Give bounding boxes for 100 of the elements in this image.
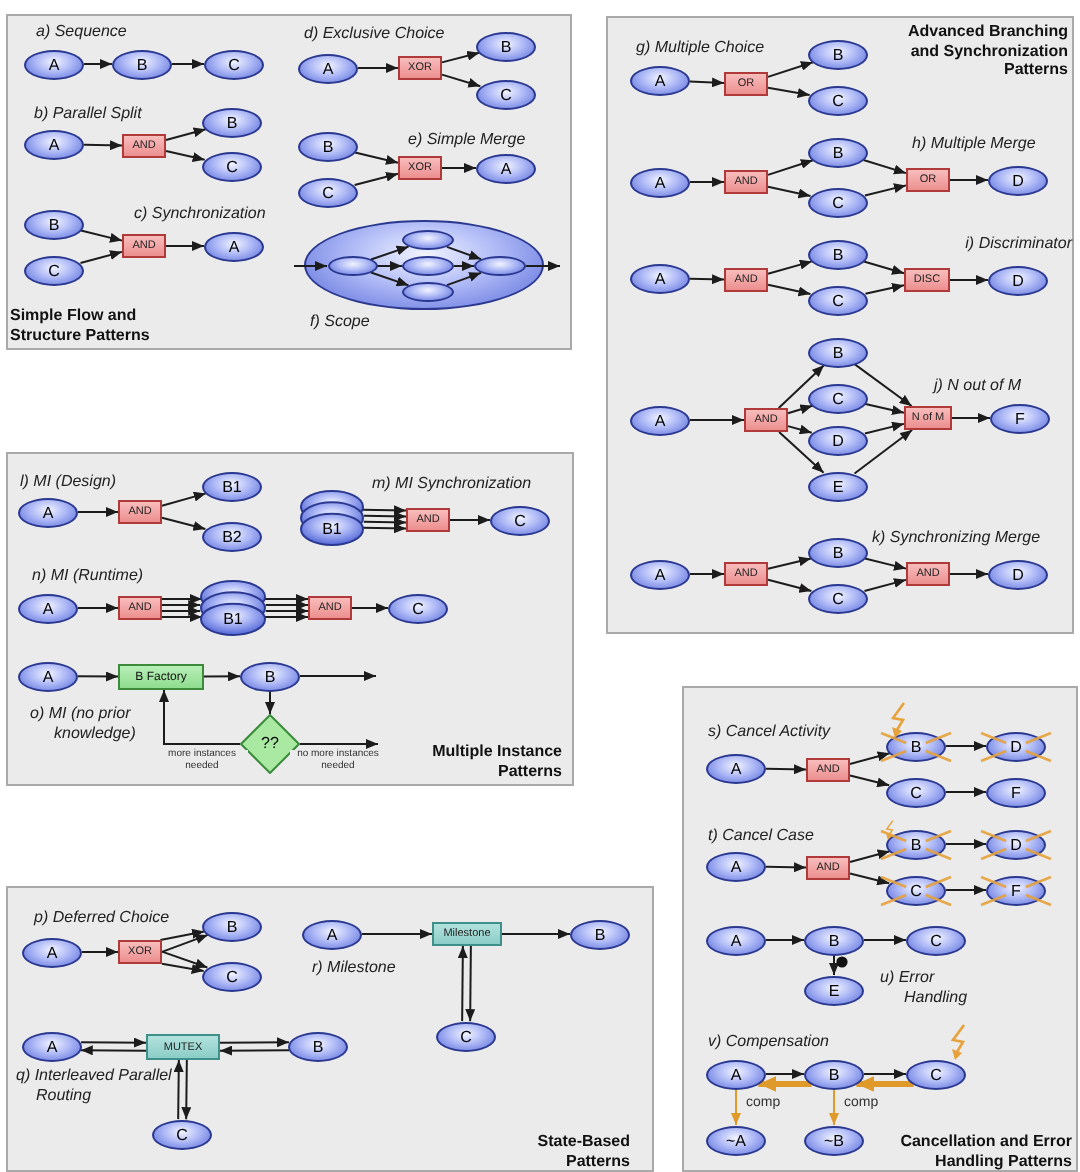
arrow bbox=[849, 849, 891, 863]
arrow bbox=[159, 928, 206, 941]
arrow bbox=[764, 764, 807, 775]
arrow bbox=[767, 283, 812, 297]
activity-ellipse: E bbox=[808, 471, 868, 501]
pattern-caption: n) MI (Runtime) bbox=[32, 566, 144, 585]
arrow bbox=[457, 945, 468, 1023]
arrow bbox=[767, 185, 812, 199]
arrow bbox=[293, 261, 328, 271]
pattern-caption: u) Error Handling bbox=[880, 968, 970, 1006]
activity-ellipse: C bbox=[906, 925, 966, 955]
pattern-caption: i) Discriminator bbox=[963, 234, 1072, 253]
activity-ellipse: D bbox=[988, 265, 1048, 295]
arrow bbox=[945, 741, 987, 751]
arrow bbox=[945, 885, 987, 895]
panel-title: Cancellation and Error Handling Patterns bbox=[898, 1132, 1072, 1170]
arrow bbox=[767, 61, 814, 78]
activity-ellipse: A bbox=[630, 263, 690, 293]
pattern-caption: f) Scope bbox=[310, 312, 370, 331]
arrow bbox=[849, 751, 891, 765]
arrow bbox=[82, 140, 123, 151]
activity-ellipse: C bbox=[808, 383, 868, 413]
activity-ellipse: C bbox=[298, 177, 358, 207]
arrow bbox=[501, 929, 571, 939]
arrow bbox=[165, 150, 206, 162]
activity-ellipse: A bbox=[476, 153, 536, 183]
activity-ellipse: D bbox=[808, 425, 868, 455]
activity-ellipse: B bbox=[288, 1031, 348, 1061]
arrow bbox=[263, 594, 309, 604]
activity-ellipse: A bbox=[22, 937, 82, 967]
activity-ellipse: A bbox=[18, 661, 78, 691]
arrow bbox=[945, 787, 987, 797]
arrow bbox=[863, 557, 907, 571]
activity-ellipse: A bbox=[630, 559, 690, 589]
arrow bbox=[449, 515, 491, 525]
pattern-caption: d) Exclusive Choice bbox=[304, 24, 445, 43]
activity-ellipse: A bbox=[630, 405, 690, 435]
activity-ellipse: C bbox=[436, 1021, 496, 1051]
arrow bbox=[949, 275, 989, 285]
activity-ellipse bbox=[327, 256, 377, 276]
arrow bbox=[864, 282, 905, 295]
arrow bbox=[853, 429, 914, 475]
arrow bbox=[441, 50, 481, 64]
arrow bbox=[689, 177, 725, 187]
arrow bbox=[863, 421, 905, 435]
arrow bbox=[161, 606, 202, 616]
pattern-caption: v) Compensation bbox=[708, 1032, 829, 1051]
arrow bbox=[731, 1088, 741, 1126]
arrow bbox=[829, 1088, 839, 1126]
arrow bbox=[161, 594, 203, 604]
activity-ellipse: A bbox=[298, 53, 358, 83]
arrow bbox=[361, 505, 407, 516]
arrow bbox=[219, 1045, 291, 1056]
activity-ellipse: A bbox=[706, 925, 766, 955]
arrow bbox=[445, 271, 483, 287]
pattern-caption: e) Simple Merge bbox=[408, 130, 526, 149]
pattern-panel bbox=[682, 686, 1078, 1172]
activity-ellipse: C bbox=[490, 505, 550, 535]
arrow bbox=[361, 929, 433, 939]
pattern-panel bbox=[6, 14, 572, 350]
arrow bbox=[77, 671, 119, 682]
pattern-caption: j) N out of M bbox=[934, 376, 1022, 395]
activity-ellipse: A bbox=[302, 919, 362, 949]
arrow bbox=[161, 516, 207, 531]
arrow bbox=[263, 612, 309, 622]
arrow bbox=[370, 245, 410, 261]
activity-ellipse bbox=[474, 256, 526, 276]
arrow bbox=[853, 363, 913, 407]
arrow bbox=[173, 1059, 184, 1121]
activity-ellipse: A bbox=[18, 593, 78, 623]
arrow bbox=[829, 954, 839, 976]
pattern-caption: t) Cancel Case bbox=[708, 826, 814, 845]
arrow bbox=[181, 1059, 192, 1121]
panel-title: Simple Flow and Structure Patterns bbox=[10, 306, 152, 344]
activity-ellipse: C bbox=[906, 1059, 966, 1089]
activity-ellipse: C bbox=[808, 583, 868, 613]
arrow bbox=[161, 962, 205, 974]
activity-ellipse: B bbox=[808, 239, 868, 269]
activity-ellipse: B bbox=[476, 31, 536, 61]
arrow bbox=[777, 364, 825, 409]
arrow bbox=[161, 933, 209, 953]
activity-ellipse: F bbox=[990, 403, 1050, 433]
activity-ellipse: C bbox=[808, 85, 868, 115]
activity-ellipse: C bbox=[886, 777, 946, 807]
activity-ellipse: D bbox=[988, 559, 1048, 589]
arrow bbox=[357, 63, 399, 73]
activity-ellipse: B bbox=[804, 1059, 864, 1089]
arrow bbox=[787, 404, 814, 415]
arrow bbox=[767, 259, 813, 275]
panel-title: State-Based Patterns bbox=[535, 1132, 630, 1170]
pattern-caption: p) Deferred Choice bbox=[34, 908, 170, 927]
panel-title: Multiple Instance Patterns bbox=[430, 742, 562, 780]
arrow bbox=[787, 424, 813, 435]
arrow bbox=[862, 158, 907, 175]
activity-ellipse: ~A bbox=[706, 1125, 766, 1155]
activity-ellipse: C bbox=[202, 961, 262, 991]
arrow bbox=[80, 1037, 147, 1048]
arrow bbox=[863, 935, 907, 945]
panel-title: Advanced Branching and Synchronization Patterns bbox=[905, 22, 1068, 79]
activity-ellipse: C bbox=[476, 79, 536, 109]
